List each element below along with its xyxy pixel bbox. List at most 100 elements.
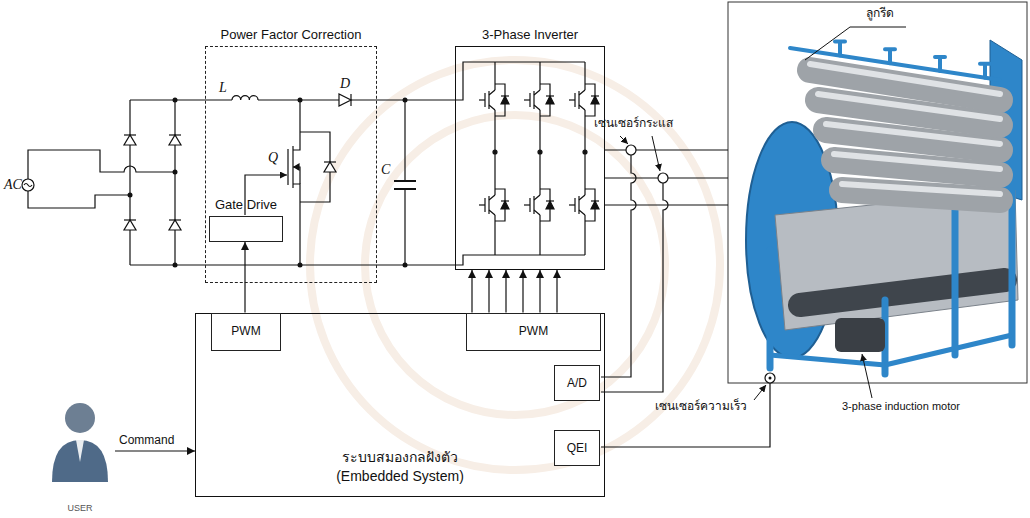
machine-illustration (790, 48, 1000, 80)
junction-dot (403, 98, 408, 103)
user-figure: USER (45, 398, 115, 514)
machine-illustration (835, 318, 885, 352)
node-text: A/D (567, 375, 587, 391)
pwm-box: PWM (211, 313, 281, 351)
callout-label: เซนเซอร์ความเร็ว (655, 399, 747, 413)
node-text: QEI (567, 440, 588, 456)
machine-illustration (775, 190, 1018, 330)
machine-illustration (767, 250, 774, 368)
adc-box: A/D (554, 365, 600, 401)
signal-arrow (556, 270, 557, 313)
signal-arrow (488, 270, 489, 313)
rectifier-wiring (169, 135, 181, 145)
node-text: Gate Drive (215, 197, 277, 213)
junction-dot (128, 193, 133, 198)
inverter-switches (479, 183, 509, 227)
pfc-circuit (287, 149, 288, 185)
machine-illustration (810, 64, 1000, 94)
inverter-switches (455, 255, 585, 265)
rectifier-wiring (28, 100, 455, 265)
inverter-box: 3-Phase Inverter (455, 46, 605, 270)
inverter-switches (479, 78, 509, 122)
signal-wiring (626, 145, 636, 155)
source-label: AC (4, 177, 22, 194)
ac-source (22, 179, 34, 191)
signal-arrow (522, 270, 523, 313)
signal-wiring (601, 145, 770, 447)
machine-illustration (980, 64, 990, 78)
callout-label: เซนเซอร์กระแส (594, 116, 673, 130)
machine-illustration (952, 200, 959, 355)
signal-wiring (605, 204, 728, 205)
rectifier-wiring (28, 191, 130, 208)
pfc-circuit (293, 184, 300, 265)
leader-line (805, 27, 906, 60)
pfc-circuit (404, 189, 405, 265)
inverter-switches (538, 150, 542, 154)
signal-wiring (605, 149, 728, 150)
signal-wiring (601, 383, 770, 447)
leader-line (620, 136, 628, 144)
embedded-system-box: ระบบสมองกลฝังตัว(Embedded System)PWMPWMA… (195, 313, 605, 497)
gate-drive-box: Gate Drive (209, 216, 283, 242)
inverter-switches (455, 62, 585, 100)
component-label: D (340, 76, 350, 93)
machine-illustration (800, 280, 1005, 305)
rectifier-wiring (124, 220, 136, 230)
pfc-circuit (324, 162, 336, 172)
machine-illustration (728, 2, 1027, 383)
node-text: PWM (519, 323, 548, 339)
callout-label: ลูกรีด (866, 6, 894, 20)
machine-illustration (935, 57, 945, 71)
inverter-switches (524, 183, 554, 227)
rectifier-wiring (129, 100, 130, 265)
machine-illustration (885, 49, 895, 63)
signal-wiring (601, 183, 668, 392)
signal-arrow (505, 270, 506, 313)
junction-dot (173, 98, 178, 103)
leader-line (620, 27, 906, 400)
signal-arrow (115, 450, 195, 451)
signal-arrow (539, 270, 540, 313)
callout-label: 3-phase induction motor (842, 400, 960, 413)
user-icon (65, 403, 95, 433)
rectifier-wiring (124, 135, 136, 145)
inverter-switches (569, 78, 599, 122)
junction-dot (298, 263, 303, 268)
machine-illustration (885, 335, 1012, 365)
signal-arrow (471, 270, 472, 313)
machine-illustration (835, 42, 845, 56)
junction-dot (173, 170, 178, 175)
edge-label: Command (118, 433, 175, 447)
pfc-circuit (300, 132, 330, 202)
leader-line (652, 136, 660, 171)
pfc-circuit (293, 100, 300, 150)
inverter-switches (569, 183, 599, 227)
component-label: C (381, 162, 390, 179)
machine-illustration (770, 335, 1012, 365)
leader-line (754, 385, 766, 400)
machine-illustration (728, 2, 1027, 383)
machine-illustration (810, 64, 1000, 200)
leader-line (862, 354, 872, 398)
signal-arrow (244, 242, 245, 313)
pfc-circuit (394, 180, 416, 182)
signal-wiring (601, 155, 636, 377)
inverter-switches (493, 150, 497, 154)
machine-illustration (770, 355, 885, 365)
inverter-switches (455, 62, 599, 265)
ac-source (22, 179, 34, 191)
junction-dot (403, 263, 408, 268)
node-text: USER (67, 503, 92, 514)
node-text: Power Factor Correction (221, 27, 362, 43)
rectifier-wiring (28, 150, 175, 179)
user-icon (76, 440, 84, 462)
dashed-group-box: Power Factor CorrectionGate Drive (205, 46, 377, 283)
inverter-switches (583, 150, 587, 154)
pfc-circuit (404, 100, 405, 181)
node-text: ระบบสมองกลฝังตัว (342, 448, 458, 467)
junction-dot (298, 98, 303, 103)
signal-wiring (658, 173, 668, 183)
rectifier-wiring (174, 100, 175, 265)
